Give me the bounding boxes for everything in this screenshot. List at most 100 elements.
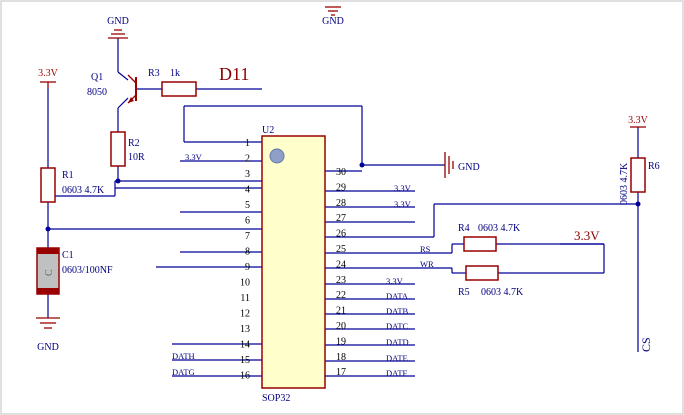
u2-pin-right-22: 22 — [336, 290, 346, 301]
junction-c1-pin7 — [45, 226, 51, 232]
net-data: DATA — [386, 291, 409, 301]
net-datb: DATB — [386, 306, 409, 316]
u2-pin-right-28: 28 — [336, 198, 346, 209]
u2-pin-left-11: 11 — [240, 293, 250, 304]
net-dath: DATH — [172, 351, 195, 361]
r1-resistor: R1 0603 4.7K — [40, 167, 105, 203]
u2-package: SOP32 — [262, 393, 290, 404]
gnd-symbol-top-left: GND — [107, 16, 129, 39]
vcc-symbol-right: 3.3V — [628, 115, 649, 128]
u2-pin-right-24: 24 — [336, 259, 346, 270]
u2-pin-right-30: 30 — [336, 167, 346, 178]
net-3v3-pin28: 3.3V — [394, 199, 412, 209]
u2-body — [261, 135, 326, 389]
q1-transistor: Q1 8050 — [87, 72, 137, 104]
d11-net-label: D11 — [219, 64, 249, 84]
u2-pin-left-14: 14 — [240, 340, 250, 351]
r5-value: 0603 4.7K — [481, 287, 524, 298]
gnd-symbol-top-mid: GND — [322, 6, 344, 27]
cs-net-label: CS — [639, 337, 653, 352]
gnd-label-top-left: GND — [107, 16, 129, 27]
r5-ref: R5 — [458, 287, 470, 298]
gnd-label-bottom-left: GND — [37, 342, 59, 353]
net-labels: 3.3V 3.3V 3.3V RS WR 3.3V DATA DATB DATC… — [172, 152, 434, 378]
u2-pin-left-15: 15 — [240, 355, 250, 366]
u2-pins-right: 30 29 28 27 26 25 24 23 22 21 20 19 18 17 — [336, 167, 346, 378]
u2-pin-left-6: 6 — [245, 216, 250, 227]
u2-ic: U2 SOP32 — [261, 125, 326, 404]
gnd-label-right: GND — [458, 162, 480, 173]
r2-value: 10R — [128, 152, 145, 163]
r3-resistor: R3 1k — [148, 68, 197, 97]
net-datc: DATC — [386, 321, 409, 331]
u2-pin-right-26: 26 — [336, 229, 346, 240]
u2-pin-left-8: 8 — [245, 247, 250, 258]
c1-ref: C1 — [62, 250, 74, 261]
vcc-symbol-left: 3.3V — [38, 68, 59, 88]
u2-pin-right-18: 18 — [336, 352, 346, 363]
net-rs: RS — [420, 244, 431, 254]
u2-pin-left-13: 13 — [240, 324, 250, 335]
u2-pin-left-16: 16 — [240, 371, 250, 382]
vcc-net-label: 3.3V — [574, 228, 600, 243]
r1-value: 0603 4.7K — [62, 185, 105, 196]
u2-pin-right-20: 20 — [336, 321, 346, 332]
u2-pin-right-19: 19 — [336, 336, 346, 347]
net-datd: DATD — [386, 337, 409, 347]
gnd-label-top-mid: GND — [322, 16, 344, 27]
r1-ref: R1 — [62, 170, 74, 181]
vcc-label-left: 3.3V — [38, 68, 59, 79]
r3-value: 1k — [170, 68, 180, 79]
u2-pin-left-2: 2 — [245, 154, 250, 165]
r4-value: 0603 4.7K — [478, 223, 521, 234]
r6-resistor: R6 0603 4.7K — [619, 157, 660, 205]
r4-resistor: R4 0603 4.7K — [458, 223, 521, 252]
net-3v3-pin29: 3.3V — [394, 183, 412, 193]
r6-ref: R6 — [648, 161, 660, 172]
vcc-label-right: 3.3V — [628, 115, 649, 126]
wires — [47, 38, 639, 377]
u2-pin-left-9: 9 — [245, 262, 250, 273]
u2-pin-right-27: 27 — [336, 213, 346, 224]
u2-pin-right-29: 29 — [336, 182, 346, 193]
u2-pin-right-23: 23 — [336, 275, 346, 286]
gnd-symbol-right: GND — [444, 152, 480, 178]
c1-value: 0603/100NF — [62, 265, 113, 276]
r4-ref: R4 — [458, 223, 470, 234]
u2-pin-right-21: 21 — [336, 306, 346, 317]
net-3v3-pin2: 3.3V — [185, 152, 203, 162]
junction-r6-cs — [635, 201, 641, 207]
u2-pin-left-3: 3 — [245, 169, 250, 180]
u2-pin-left-10: 10 — [240, 278, 250, 289]
net-wr: WR — [420, 259, 434, 269]
u2-pin-left-7: 7 — [245, 231, 250, 242]
u2-pin-left-4: 4 — [245, 185, 250, 196]
u2-pin1-marker — [269, 148, 285, 164]
c1-symbol: C — [44, 269, 55, 276]
q1-ref: Q1 — [91, 72, 103, 83]
r6-value: 0603 4.7K — [619, 162, 630, 205]
q1-value: 8050 — [87, 87, 107, 98]
net-datg: DATG — [172, 367, 195, 377]
u2-pin-right-17: 17 — [336, 367, 346, 378]
r5-resistor: R5 0603 4.7K — [458, 265, 524, 298]
u2-pin-left-1: 1 — [245, 138, 250, 149]
junction-r2-pin3 — [115, 178, 121, 184]
net-date: DATE — [386, 353, 408, 363]
junction-pin30-gnd — [359, 162, 365, 168]
u2-pin-left-12: 12 — [240, 309, 250, 320]
net-datf: DATF — [386, 368, 408, 378]
net-3v3-pin23: 3.3V — [386, 276, 404, 286]
r2-resistor: R2 10R — [110, 131, 145, 167]
r3-ref: R3 — [148, 68, 160, 79]
u2-ref: U2 — [262, 125, 274, 136]
r2-ref: R2 — [128, 138, 140, 149]
u2-pin-right-25: 25 — [336, 244, 346, 255]
u2-pin-left-5: 5 — [245, 200, 250, 211]
c1-capacitor: C C1 0603/100NF — [36, 247, 113, 295]
gnd-symbol-bottom-left: GND — [36, 317, 60, 353]
